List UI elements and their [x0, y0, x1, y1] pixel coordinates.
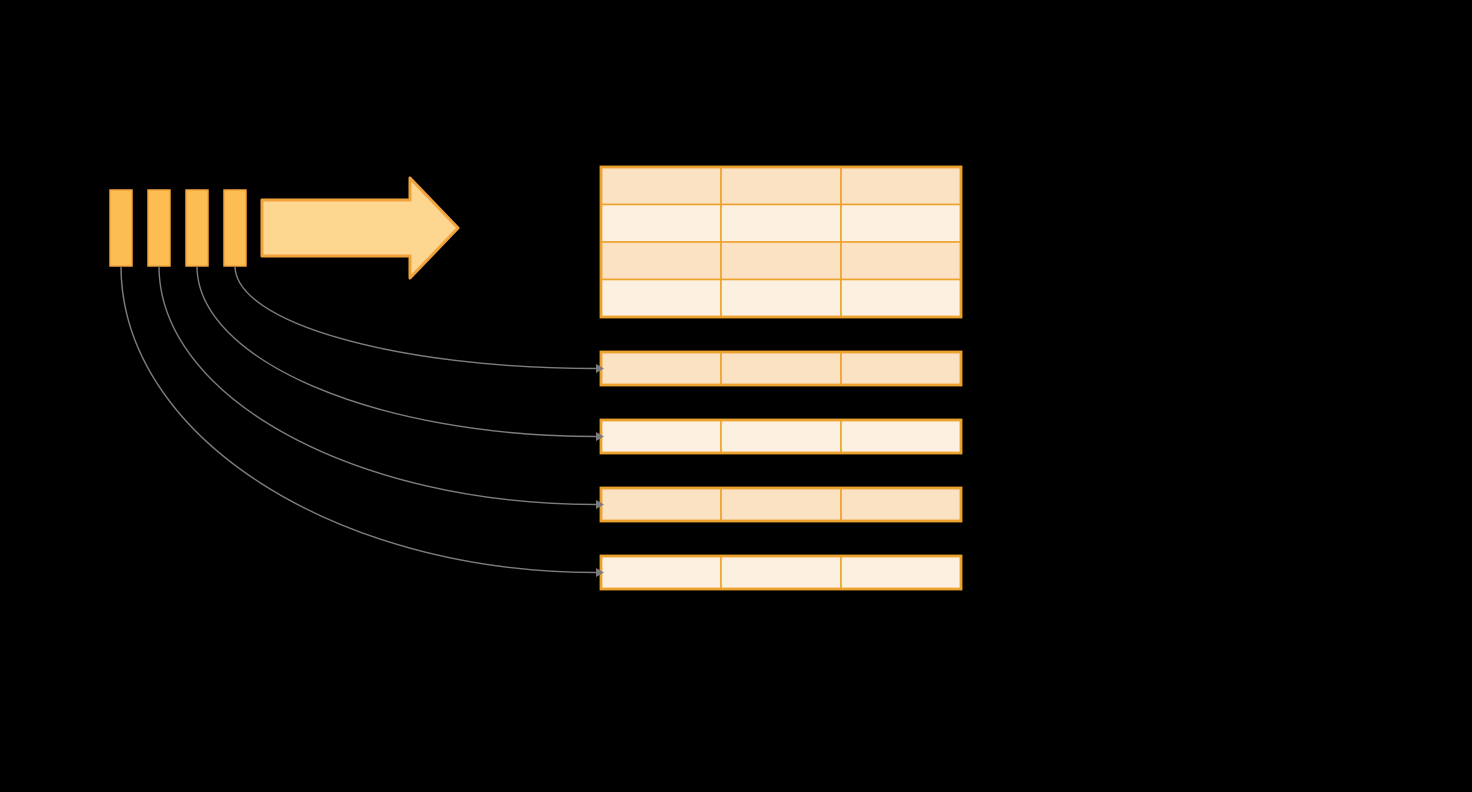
- row-table-cell: [840, 487, 962, 522]
- row-table: [599, 486, 963, 523]
- main-table-cell: [720, 241, 842, 281]
- connector-arrow: [196, 265, 597, 438]
- main-table-cell: [600, 166, 722, 206]
- row-table-cell: [720, 555, 842, 590]
- stream-bar: [223, 189, 247, 267]
- row-table-cell: [840, 555, 962, 590]
- main-table-cell: [720, 203, 842, 243]
- row-table: [599, 418, 963, 455]
- row-table-cell: [720, 351, 842, 386]
- connector-arrow: [234, 265, 597, 370]
- row-table-cell: [720, 487, 842, 522]
- row-table-cell: [600, 555, 722, 590]
- main-table-cell: [600, 203, 722, 243]
- main-table-cell: [600, 241, 722, 281]
- main-table-cell: [840, 166, 962, 206]
- connector-arrow: [158, 265, 597, 506]
- main-table-cell: [720, 278, 842, 318]
- connector-arrowhead-icon: [596, 364, 604, 373]
- row-table-cell: [720, 419, 842, 454]
- row-table: [599, 350, 963, 387]
- row-table-cell: [600, 487, 722, 522]
- main-table-border: [599, 165, 963, 319]
- main-table-cell: [840, 203, 962, 243]
- stream-bar: [109, 189, 133, 267]
- row-table-cell: [600, 351, 722, 386]
- row-table: [599, 554, 963, 591]
- row-table-cell: [840, 419, 962, 454]
- stream-bar: [185, 189, 209, 267]
- row-table-cell: [840, 351, 962, 386]
- connector-arrowhead-icon: [596, 432, 604, 441]
- flow-arrow-icon: [260, 176, 460, 280]
- main-table-cell: [600, 278, 722, 318]
- connector-arrowhead-icon: [596, 500, 604, 509]
- main-table-cell: [720, 166, 842, 206]
- stream-bar: [147, 189, 171, 267]
- row-table-cell: [600, 419, 722, 454]
- main-table-cell: [840, 241, 962, 281]
- connector-arrow: [120, 265, 597, 574]
- main-table-cell: [840, 278, 962, 318]
- connector-arrowhead-icon: [596, 568, 604, 577]
- main-table: [599, 165, 963, 319]
